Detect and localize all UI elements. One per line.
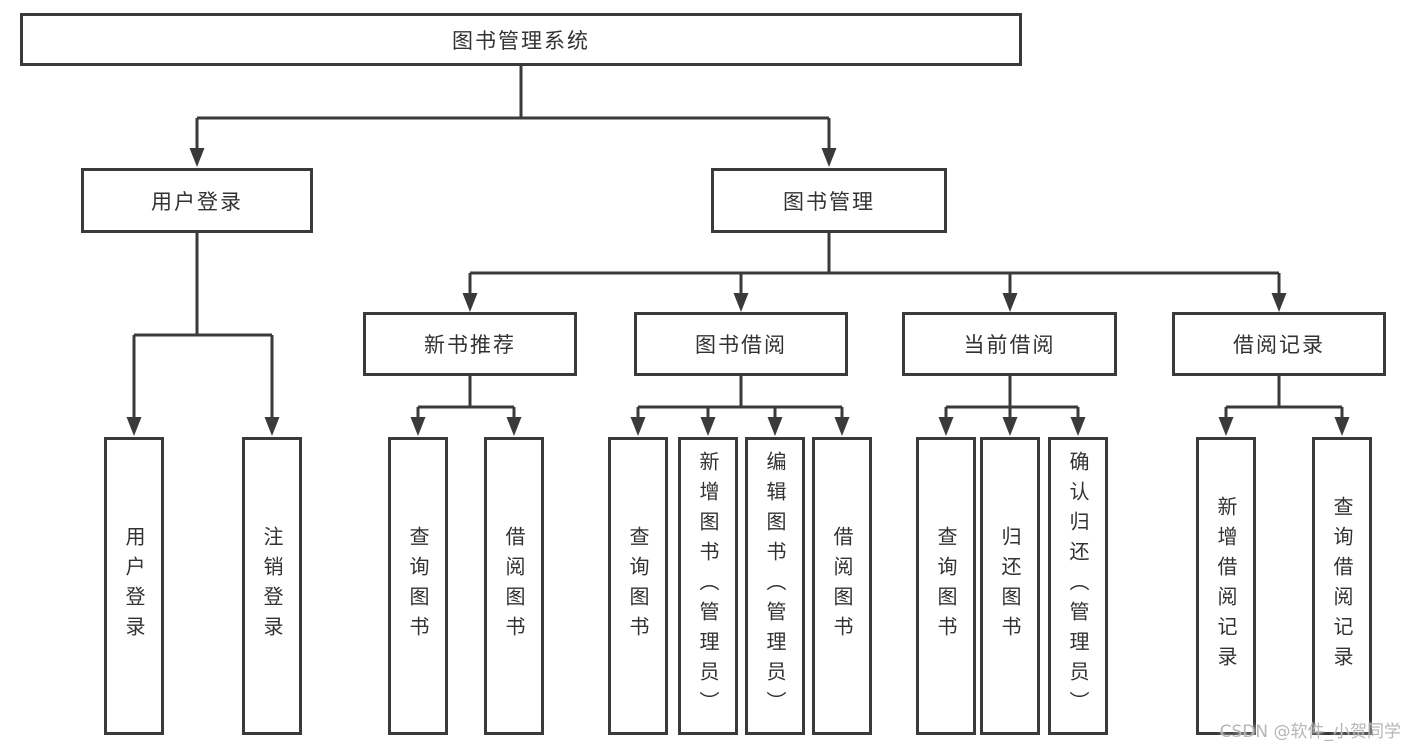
leaf-query-books-recommend-label: 查询图书 (406, 526, 430, 646)
leaf-edit-book-admin-label: 编辑图书（管理员） (763, 451, 787, 721)
arrow-down-icon (1070, 417, 1086, 436)
leaf-add-borrow-record-label: 新增借阅记录 (1214, 496, 1238, 676)
node-user-login-label: 用户登录 (151, 189, 243, 214)
node-book-management: 图书管理 (711, 168, 947, 233)
arrow-down-icon (1218, 417, 1234, 436)
arrow-down-icon (506, 417, 522, 436)
node-book-management-label: 图书管理 (783, 189, 875, 214)
leaf-return-book: 归还图书 (980, 437, 1040, 735)
arrow-down-icon (1002, 293, 1018, 312)
leaf-add-borrow-record: 新增借阅记录 (1196, 437, 1256, 735)
arrow-down-icon (767, 417, 783, 436)
leaf-user-login: 用户登录 (104, 437, 164, 735)
connector-book-management-to-level3 (468, 233, 1281, 295)
arrow-down-icon (700, 417, 716, 436)
leaf-query-borrow-record: 查询借阅记录 (1312, 437, 1372, 735)
leaf-borrow-books-recommend-label: 借阅图书 (502, 526, 526, 646)
arrow-down-icon (189, 148, 205, 167)
leaf-query-borrow-record-label: 查询借阅记录 (1330, 496, 1354, 676)
leaf-query-books-current: 查询图书 (916, 437, 976, 735)
leaf-add-book-admin-label: 新增图书（管理员） (696, 451, 720, 721)
leaf-query-books-borrow: 查询图书 (608, 437, 668, 735)
node-root-label: 图书管理系统 (452, 28, 590, 53)
leaf-query-books-current-label: 查询图书 (934, 526, 958, 646)
node-current-borrow-label: 当前借阅 (963, 333, 1056, 357)
node-new-book-recommend: 新书推荐 (363, 312, 577, 376)
leaf-edit-book-admin: 编辑图书（管理员） (745, 437, 805, 735)
leaf-return-book-label: 归还图书 (998, 526, 1022, 646)
arrow-down-icon (938, 417, 954, 436)
leaf-borrow-books-label: 借阅图书 (830, 526, 854, 646)
leaf-logout: 注销登录 (242, 437, 302, 735)
leaf-confirm-return-admin: 确认归还（管理员） (1048, 437, 1108, 735)
node-book-borrow-label: 图书借阅 (695, 333, 787, 357)
csdn-watermark: CSDN @软件_小贺同学 (1219, 722, 1401, 742)
node-root: 图书管理系统 (20, 13, 1022, 66)
connector-current-borrow-to-children (944, 376, 1080, 419)
leaf-query-books-borrow-label: 查询图书 (626, 526, 650, 646)
node-borrow-records: 借阅记录 (1172, 312, 1386, 376)
leaf-query-books-recommend: 查询图书 (388, 437, 448, 735)
connector-root-to-level2 (195, 66, 831, 150)
arrow-down-icon (410, 417, 426, 436)
arrow-down-icon (834, 417, 850, 436)
arrow-down-icon (1002, 417, 1018, 436)
node-user-login: 用户登录 (81, 168, 313, 233)
leaf-confirm-return-admin-label: 确认归还（管理员） (1066, 451, 1090, 721)
connector-book-borrow-to-children (636, 376, 844, 419)
arrow-down-icon (1271, 293, 1287, 312)
node-new-book-recommend-label: 新书推荐 (424, 333, 516, 357)
arrow-down-icon (630, 417, 646, 436)
connector-borrow-records-to-children (1224, 376, 1344, 419)
arrow-down-icon (821, 148, 837, 167)
node-book-borrow: 图书借阅 (634, 312, 848, 376)
arrow-down-icon (733, 293, 749, 312)
arrow-down-icon (1334, 417, 1350, 436)
leaf-logout-label: 注销登录 (260, 526, 284, 646)
arrow-down-icon (264, 417, 280, 436)
node-borrow-records-label: 借阅记录 (1233, 333, 1325, 357)
connector-user-login-to-children (132, 233, 274, 419)
leaf-add-book-admin: 新增图书（管理员） (678, 437, 738, 735)
arrow-down-icon (126, 417, 142, 436)
leaf-borrow-books-recommend: 借阅图书 (484, 437, 544, 735)
leaf-user-login-label: 用户登录 (122, 526, 146, 646)
node-current-borrow: 当前借阅 (902, 312, 1117, 376)
leaf-borrow-books: 借阅图书 (812, 437, 872, 735)
arrow-down-icon (462, 293, 478, 312)
connector-new-book-to-children (416, 376, 516, 419)
